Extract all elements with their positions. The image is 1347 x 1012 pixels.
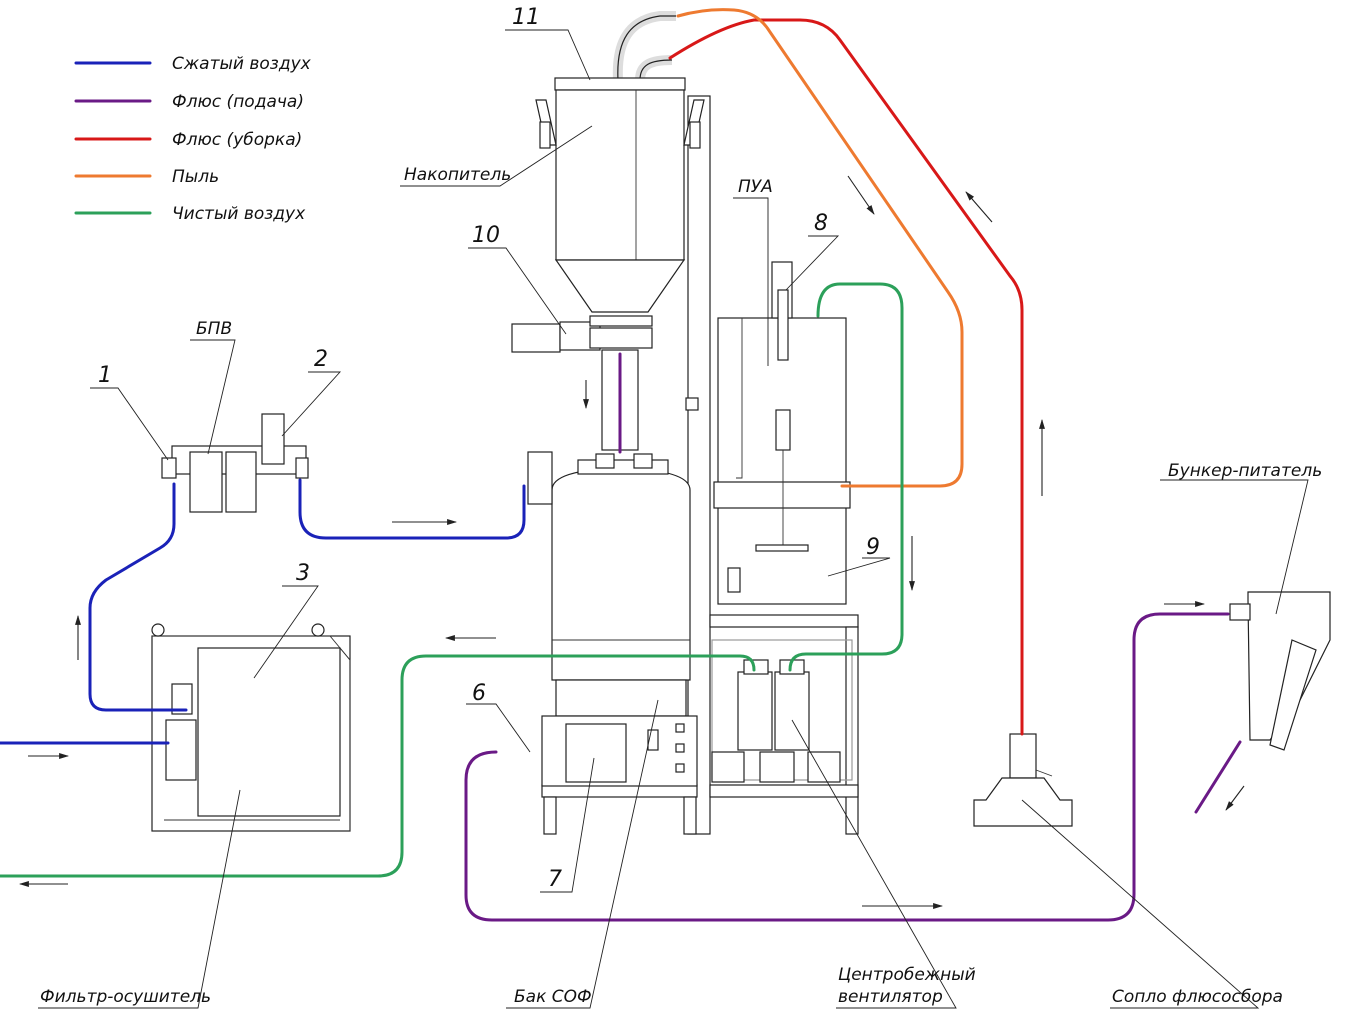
legend-label-clean-air: Чистый воздух <box>172 204 306 224</box>
legend-label-dust: Пыль <box>172 167 219 187</box>
label-filter: Фильтр-осушитель <box>40 987 211 1007</box>
label-fan-line1: Центробежный <box>838 965 976 985</box>
label-bak: Бак СОФ <box>514 987 592 1007</box>
num-7: 7 <box>548 867 562 892</box>
centrifugal-fans <box>711 639 853 783</box>
flow-arrows <box>19 175 1245 909</box>
num-9: 9 <box>866 535 880 560</box>
support-frame <box>541 95 859 835</box>
pipe-flux-supply <box>464 612 1230 922</box>
label-nakopitel: Накопитель <box>404 165 511 185</box>
num-6: 6 <box>472 681 486 706</box>
num-2: 2 <box>314 347 328 372</box>
legend: Сжатый воздух Флюс (подача) Флюс (уборка… <box>74 54 312 224</box>
label-soplo: Сопло флюсосбора <box>1112 987 1283 1007</box>
sof-tank <box>527 451 698 787</box>
legend-label-flux-cleanup: Флюс (уборка) <box>172 130 302 150</box>
pua-unit <box>713 261 851 605</box>
pipe-clean-air <box>0 654 756 878</box>
num-10: 10 <box>472 223 500 248</box>
flux-nozzle <box>973 733 1073 827</box>
pipe-clean-air-fan-return <box>788 282 904 672</box>
num-3: 3 <box>296 561 310 586</box>
pipe-flux-cleanup <box>668 18 1024 736</box>
pipe-compressed-air-to-bpv <box>88 482 188 712</box>
num-8: 8 <box>814 211 828 236</box>
bpv-unit <box>161 413 309 513</box>
labels: 11 Накопитель 10 ПУА 8 1 БПВ 2 3 9 6 7 Б… <box>40 5 1322 1007</box>
legend-label-flux-supply: Флюс (подача) <box>172 92 304 112</box>
pipe-flux-supply-out <box>1194 740 1242 814</box>
filter-dryer <box>151 623 351 832</box>
leader-lines <box>38 29 1309 1009</box>
pipe-compressed-air-to-tank <box>298 478 526 540</box>
label-fan-line2: вентилятор <box>838 987 943 1007</box>
legend-label-compressed-air: Сжатый воздух <box>172 54 312 74</box>
label-bunker: Бункер-питатель <box>1168 461 1322 481</box>
label-bpv: БПВ <box>196 319 232 339</box>
bunker-feeder <box>1229 591 1331 751</box>
num-11: 11 <box>512 5 540 30</box>
label-pua: ПУА <box>738 177 773 197</box>
accumulator <box>511 11 705 451</box>
pipe-dust <box>676 8 964 488</box>
num-1: 1 <box>98 363 112 388</box>
